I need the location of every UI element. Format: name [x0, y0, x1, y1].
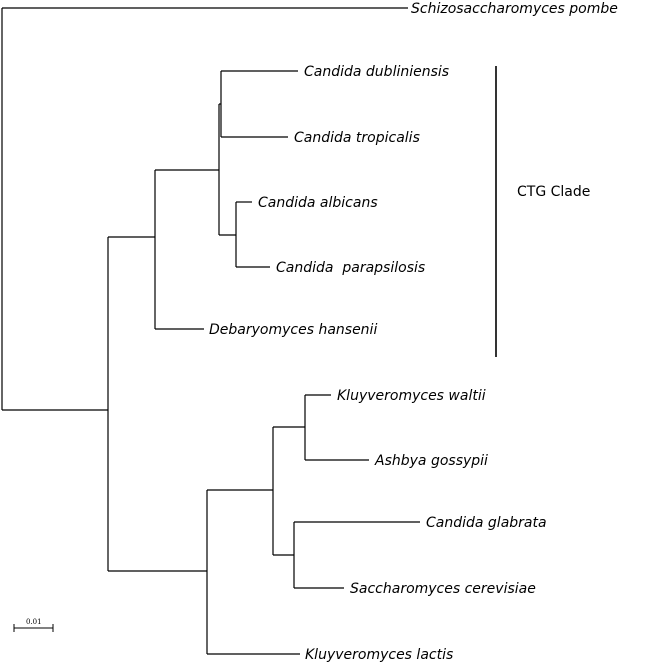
- taxon-label-k-lactis: Kluyveromyces lactis: [305, 647, 453, 663]
- taxon-label-k-waltii: Kluyveromyces waltii: [337, 388, 486, 404]
- taxon-label-c-glabrata: Candida glabrata: [426, 515, 547, 531]
- taxon-label-c-albicans: Candida albicans: [258, 195, 378, 211]
- taxon-label-c-tropicalis: Candida tropicalis: [294, 130, 420, 146]
- taxon-label-c-parapsilosis: Candida parapsilosis: [276, 260, 425, 276]
- taxon-label-a-gossypii: Ashbya gossypii: [374, 453, 488, 469]
- scale-bar-label: 0.01: [26, 618, 42, 626]
- scale-bar: 0.01: [13, 618, 54, 632]
- taxon-label-d-hansenii: Debaryomyces hansenii: [209, 322, 377, 338]
- taxon-label-s-pombe: Schizosaccharomyces pombe: [411, 1, 618, 17]
- taxon-label-c-dubliniensis: Candida dubliniensis: [304, 64, 449, 80]
- ctg-clade-label: CTG Clade: [517, 184, 590, 200]
- taxon-label-s-cerevisiae: Saccharomyces cerevisiae: [350, 581, 536, 597]
